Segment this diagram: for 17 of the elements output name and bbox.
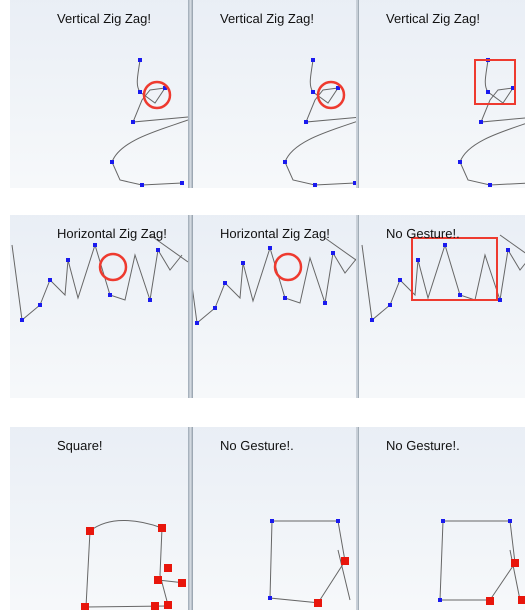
screenshot-panel	[359, 215, 525, 398]
screenshot-panel	[359, 0, 525, 188]
gesture-result-text: No Gesture!.	[220, 438, 294, 453]
screenshot-panel	[10, 427, 188, 610]
screenshot-panel	[193, 215, 356, 398]
gesture-result-text: Horizontal Zig Zag!	[57, 226, 167, 241]
gesture-result-text: Square!	[57, 438, 103, 453]
gesture-result-text: No Gesture!.	[386, 438, 460, 453]
gesture-result-text: Vertical Zig Zag!	[220, 11, 314, 26]
screenshot-panel	[193, 0, 356, 188]
screenshot-panel	[193, 427, 356, 610]
gesture-result-text: Vertical Zig Zag!	[386, 11, 480, 26]
screenshot-panel	[359, 427, 525, 610]
screenshot-panel	[10, 215, 188, 398]
gesture-result-text: Vertical Zig Zag!	[57, 11, 151, 26]
gesture-result-text: Horizontal Zig Zag!	[220, 226, 330, 241]
screenshot-panel	[10, 0, 188, 188]
